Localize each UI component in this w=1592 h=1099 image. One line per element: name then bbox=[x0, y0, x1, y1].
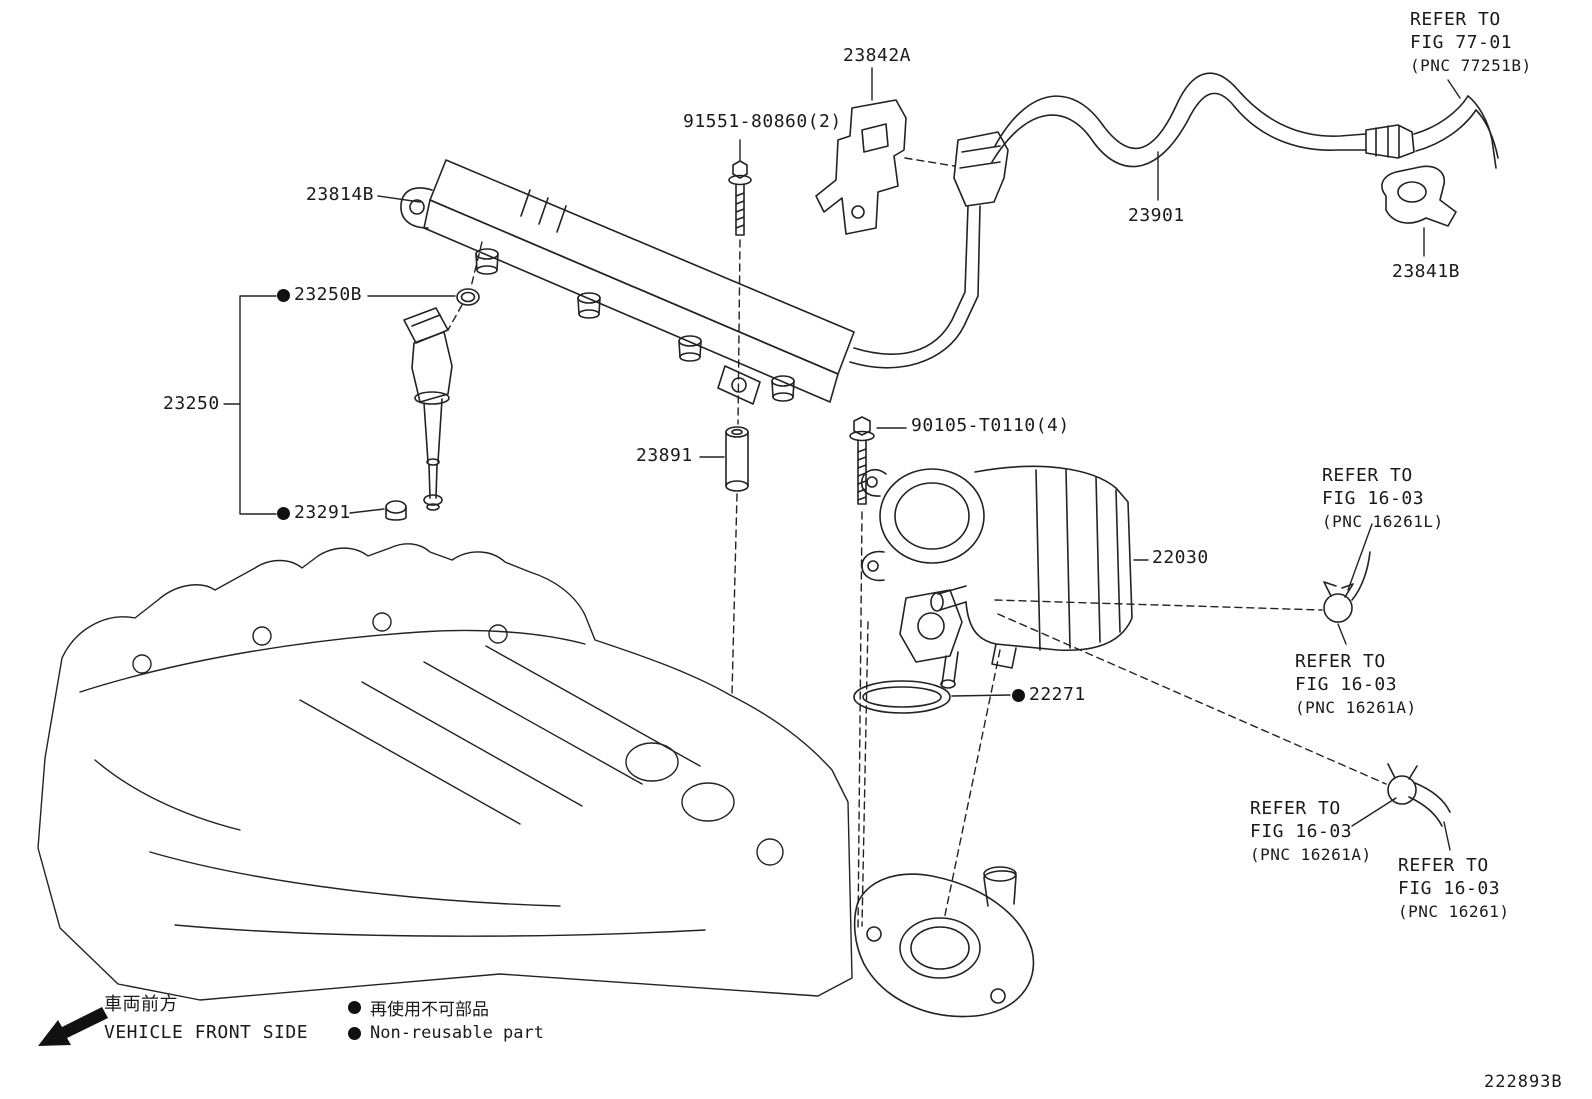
bolt-90105-art bbox=[849, 416, 875, 505]
ref-note-fig77-01: REFER TO FIG 77-01 (PNC 77251B) bbox=[1410, 8, 1532, 77]
legend-text-jp: 再使用不可部品 bbox=[370, 1000, 489, 1020]
part-label-23814B: 23814B bbox=[306, 184, 375, 205]
clamp-23841B-art bbox=[1381, 165, 1457, 227]
part-label-23842A: 23842A bbox=[843, 45, 912, 66]
ref-line-pnc: (PNC 16261A) bbox=[1250, 845, 1372, 864]
ref-line: FIG 16-03 bbox=[1322, 488, 1425, 509]
fuel-hose-art bbox=[953, 72, 1499, 207]
ref-line: REFER TO bbox=[1322, 465, 1413, 486]
ref-line-pnc: (PNC 16261L) bbox=[1322, 512, 1444, 531]
grommet-23291-art bbox=[385, 500, 407, 521]
ref-line: REFER TO bbox=[1410, 9, 1501, 30]
gasket-22271-art bbox=[853, 680, 951, 714]
ref-line: REFER TO bbox=[1295, 651, 1386, 672]
part-label-22030: 22030 bbox=[1152, 547, 1209, 568]
hose-clamp-lower-art bbox=[1387, 763, 1451, 827]
throttle-body-art bbox=[860, 465, 1133, 689]
drawing-number: 222893B bbox=[1484, 1072, 1563, 1092]
part-label-91551-80860: 91551-80860(2) bbox=[683, 111, 842, 132]
ref-line: FIG 16-03 bbox=[1398, 878, 1501, 899]
legend-non-reusable-en: Non-reusable part bbox=[348, 1023, 544, 1043]
ref-line-pnc: (PNC 77251B) bbox=[1410, 56, 1532, 75]
part-label-22271: 22271 bbox=[1012, 685, 1086, 705]
ref-note-fig16-03: REFER TO FIG 16-03 (PNC 16261) bbox=[1398, 854, 1509, 923]
ref-line: FIG 16-03 bbox=[1295, 674, 1398, 695]
ref-line-pnc: (PNC 16261A) bbox=[1295, 698, 1417, 717]
assembly-dashed-lines bbox=[447, 157, 1387, 931]
part-number: 23250B bbox=[294, 284, 363, 305]
ref-note-fig16-03-A2: REFER TO FIG 16-03 (PNC 16261A) bbox=[1250, 797, 1372, 866]
non-reusable-bullet-icon bbox=[277, 288, 290, 302]
part-number: 22271 bbox=[1029, 684, 1086, 705]
legend-text-en: Non-reusable part bbox=[370, 1023, 544, 1043]
legend-non-reusable-jp: 再使用不可部品 bbox=[348, 995, 489, 1020]
ref-note-fig16-03-A1: REFER TO FIG 16-03 (PNC 16261A) bbox=[1295, 650, 1417, 719]
ref-line: REFER TO bbox=[1398, 855, 1489, 876]
engine-block-art bbox=[37, 543, 853, 1001]
vehicle-front-arrow-icon bbox=[38, 1007, 108, 1046]
non-reusable-bullet-icon bbox=[277, 506, 290, 520]
non-reusable-bullet-icon bbox=[348, 1001, 361, 1014]
hose-clamp-upper-art bbox=[1323, 551, 1371, 623]
ref-note-fig16-03-L: REFER TO FIG 16-03 (PNC 16261L) bbox=[1322, 464, 1444, 533]
part-label-23250: 23250 bbox=[163, 393, 220, 414]
fuel-rail-art bbox=[400, 159, 981, 405]
ref-line: REFER TO bbox=[1250, 798, 1341, 819]
vehicle-front-label-jp: 車両前方 bbox=[104, 994, 178, 1015]
non-reusable-bullet-icon bbox=[348, 1026, 361, 1040]
injector-23250-art bbox=[403, 307, 453, 511]
spacer-23891-art bbox=[725, 426, 749, 492]
non-reusable-bullet-icon bbox=[1012, 688, 1025, 702]
ref-line: FIG 77-01 bbox=[1410, 32, 1513, 53]
part-label-90105-T0110: 90105-T0110(4) bbox=[911, 415, 1070, 436]
leader-lines bbox=[223, 67, 1461, 851]
bracket-23842A-art bbox=[815, 99, 907, 235]
vehicle-front-label-en: VEHICLE FRONT SIDE bbox=[104, 1022, 309, 1043]
oring-23250B-art bbox=[456, 288, 480, 306]
ref-line-pnc: (PNC 16261) bbox=[1398, 902, 1510, 921]
part-label-23841B: 23841B bbox=[1392, 261, 1461, 282]
part-label-23250B: 23250B bbox=[277, 285, 362, 305]
ref-line: FIG 16-03 bbox=[1250, 821, 1353, 842]
part-label-23891: 23891 bbox=[636, 445, 693, 466]
part-number: 23291 bbox=[294, 502, 351, 523]
intake-flange-art bbox=[853, 866, 1035, 1018]
bolt-91551-art bbox=[728, 160, 752, 236]
part-label-23901: 23901 bbox=[1128, 205, 1185, 226]
part-label-23291: 23291 bbox=[277, 503, 351, 523]
